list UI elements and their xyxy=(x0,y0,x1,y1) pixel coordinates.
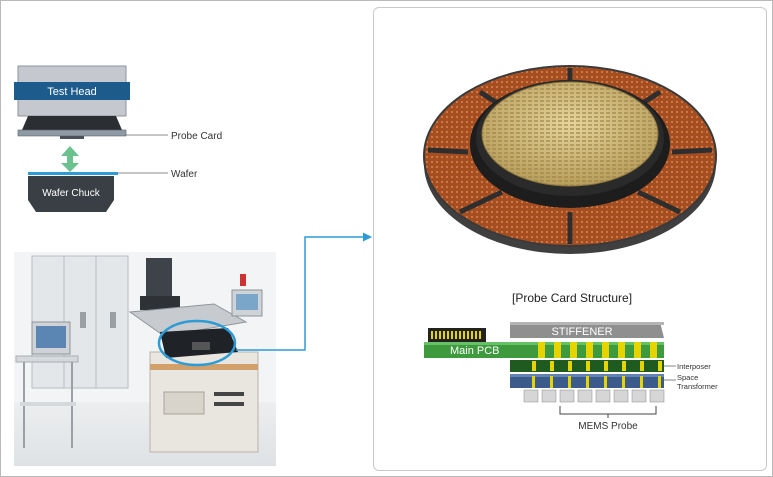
wafer-label: Wafer xyxy=(171,169,198,180)
test-head-label: Test Head xyxy=(47,86,97,98)
mems-probes xyxy=(523,389,665,403)
space-transformer-label-line2: Transformer xyxy=(677,382,718,391)
wafer-arrow-icon xyxy=(61,146,79,172)
probe-card-label: Probe Card xyxy=(171,131,222,142)
probe-card-render xyxy=(423,65,717,254)
probe-card-cross-section: STIFFENER Main PCB Interposer Space Tran… xyxy=(424,322,718,432)
wafer-chuck-label: Wafer Chuck xyxy=(42,188,100,199)
test-setup-schematic: Test Head Probe Card Wafer Wafer Chuck xyxy=(14,65,222,212)
mems-probe-bracket xyxy=(559,406,657,415)
test-head-bar xyxy=(14,82,130,100)
structure-title: [Probe Card Structure] xyxy=(512,291,633,305)
space-transformer-label-line1: Space xyxy=(677,373,698,382)
main-pcb-label: Main PCB xyxy=(450,345,500,357)
stiffener xyxy=(510,322,664,338)
pointer-arrow-icon xyxy=(236,232,372,351)
wafer-prober-photo xyxy=(14,252,276,466)
wafer xyxy=(28,172,118,175)
stiffener-label: STIFFENER xyxy=(551,326,612,338)
probe-card-highlight-ring xyxy=(157,319,237,367)
mems-probe-label: MEMS Probe xyxy=(578,421,638,432)
wafer-chuck xyxy=(28,176,114,212)
probe-card-mount xyxy=(22,116,122,130)
interposer-label: Interposer xyxy=(677,362,711,371)
